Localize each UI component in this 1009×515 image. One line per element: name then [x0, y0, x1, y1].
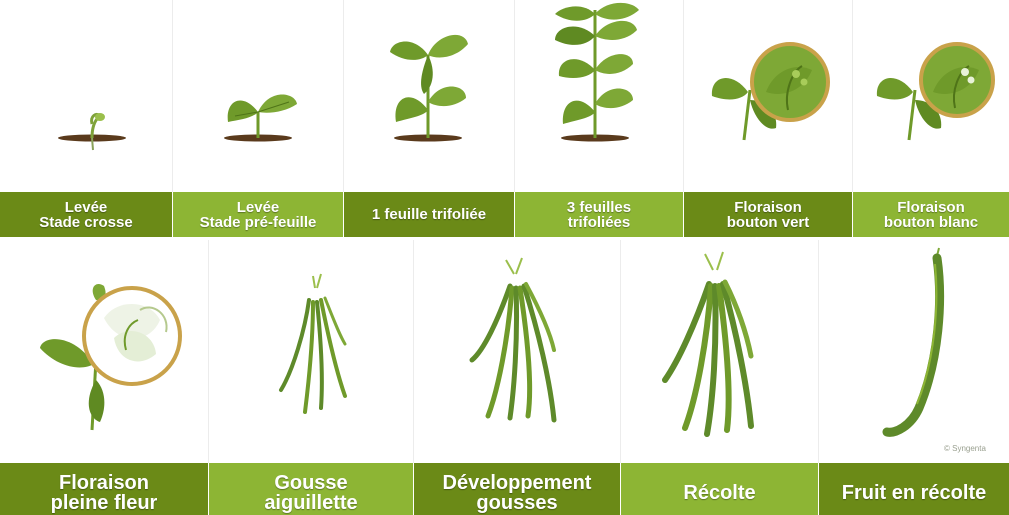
stage-label-text: 3 feuilles trifoliées	[567, 200, 631, 230]
stage-image-seedling-crook	[0, 0, 172, 192]
stage-label-developpement-gousses: Développement gousses	[414, 463, 620, 515]
stage-label-text: Floraison bouton blanc	[884, 200, 978, 230]
separator	[413, 240, 414, 463]
stage-label-gousse-aiguillette: Gousse aiguillette	[209, 463, 413, 515]
harvest-pods-icon	[621, 240, 818, 463]
stage-image-developing-pods	[414, 240, 620, 463]
developing-pods-icon	[414, 240, 620, 463]
stage-label-text: Levée Stade crosse	[39, 200, 132, 230]
plant-three-trifoliate-icon	[515, 0, 683, 192]
stage-image-plant-white-bud	[853, 0, 1009, 192]
stage-label-levee-stade-crosse: Levée Stade crosse	[0, 192, 172, 237]
stage-image-seedling-first-leaves	[173, 0, 343, 192]
stage-label-fruit-en-recolte: Fruit en récolte	[819, 463, 1009, 515]
stage-label-recolte: Récolte	[621, 463, 818, 515]
stage-label-text: Gousse aiguillette	[264, 473, 357, 514]
plant-one-trifoliate-icon	[344, 0, 514, 192]
stage-label-levee-stade-pre-feuille: Levée Stade pré-feuille	[173, 192, 343, 237]
stage-label-text: Fruit en récolte	[842, 483, 986, 503]
separator	[683, 0, 684, 192]
separator	[620, 240, 621, 463]
plant-white-bud-icon	[853, 0, 1009, 192]
needle-pods-icon	[209, 240, 413, 463]
stage-label-text: Levée Stade pré-feuille	[200, 200, 317, 230]
stage-label-text: Récolte	[683, 483, 755, 503]
separator	[514, 0, 515, 192]
stage-image-plant-full-bloom	[0, 240, 208, 463]
stage-image-plant-one-trifoliate	[344, 0, 514, 192]
seedling-first-leaves-icon	[173, 0, 343, 192]
stage-image-plant-green-bud	[684, 0, 852, 192]
separator	[852, 0, 853, 192]
stage-image-harvest-pods	[621, 240, 818, 463]
stage-label-3-feuilles-trifoliees: 3 feuilles trifoliées	[515, 192, 683, 237]
stage-label-text: 1 feuille trifoliée	[372, 207, 486, 222]
single-bean-pod-icon	[819, 240, 1009, 463]
plant-full-bloom-icon	[0, 240, 208, 463]
stage-label-text: Floraison bouton vert	[727, 200, 810, 230]
stage-label-text: Floraison pleine fleur	[51, 473, 158, 514]
stage-label-floraison-bouton-vert: Floraison bouton vert	[684, 192, 852, 237]
stage-label-floraison-pleine-fleur: Floraison pleine fleur	[0, 463, 208, 515]
stage-image-plant-three-trifoliate	[515, 0, 683, 192]
seedling-crook-icon	[0, 0, 172, 192]
stage-image-single-bean-pod	[819, 240, 1009, 463]
stage-image-needle-pods	[209, 240, 413, 463]
separator	[208, 240, 209, 463]
stage-label-floraison-bouton-blanc: Floraison bouton blanc	[853, 192, 1009, 237]
separator	[172, 0, 173, 192]
stage-label-1-feuille-trifoliee: 1 feuille trifoliée	[344, 192, 514, 237]
plant-green-bud-icon	[684, 0, 852, 192]
separator	[818, 240, 819, 463]
copyright-text: © Syngenta	[944, 444, 986, 453]
separator	[343, 0, 344, 192]
stage-label-text: Développement gousses	[443, 473, 592, 514]
